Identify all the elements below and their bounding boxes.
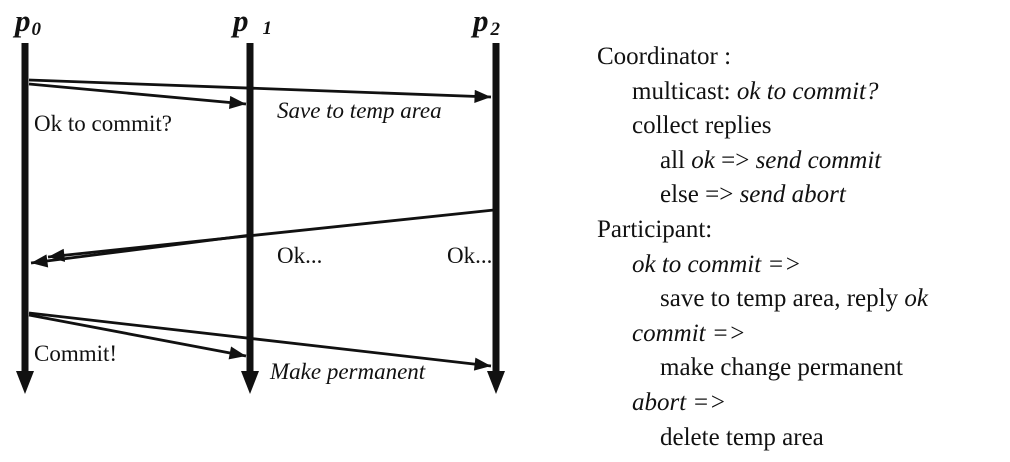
pseudocode-segment: send abort xyxy=(739,181,846,209)
pseudocode-segment: ok xyxy=(691,146,715,174)
pseudocode-segment: all xyxy=(660,146,692,174)
pseudocode-line-1: multicast: ok to commit? xyxy=(597,75,928,110)
msg-commit-p0-to-p2 xyxy=(28,311,492,371)
label-commit: Commit! xyxy=(34,341,117,366)
msg-ok-to-commit-p0-to-p1 xyxy=(28,82,247,110)
process-label-p0: p0 xyxy=(12,3,42,40)
pseudocode-segment: commit => xyxy=(632,319,746,347)
pseudocode-line-2: collect replies xyxy=(597,109,928,144)
pseudocode-segment: save to temp area, reply xyxy=(660,285,905,313)
pseudocode-line-9: make change permanent xyxy=(597,351,928,386)
pseudocode-segment: ok xyxy=(904,285,928,313)
pseudocode-line-3: all ok => send commit xyxy=(597,144,928,179)
pseudocode-line-11: delete temp area xyxy=(597,421,928,456)
lifeline-p2-arrowhead-icon xyxy=(487,371,505,394)
pseudocode-segment: ok to commit => xyxy=(632,250,802,278)
label-ok-reply-p1: Ok... xyxy=(277,243,322,268)
msg-ok-reply-p2-to-p0 xyxy=(47,208,495,262)
pseudocode-line-10: abort => xyxy=(597,386,928,421)
label-save-to-temp-area: Save to temp area xyxy=(277,98,442,123)
pseudocode-segment: else => xyxy=(660,181,740,209)
pseudocode-segment: ok to commit? xyxy=(736,77,879,105)
protocol-pseudocode: Coordinator :multicast: ok to commit?col… xyxy=(597,40,928,455)
pseudocode-segment: delete temp area xyxy=(660,423,824,451)
pseudocode-segment: => xyxy=(714,146,756,174)
pseudocode-line-5: Participant: xyxy=(597,213,928,248)
pseudocode-line-6: ok to commit => xyxy=(597,248,928,283)
pseudocode-segment: Coordinator : xyxy=(597,43,732,70)
pseudocode-segment: multicast: xyxy=(632,77,737,105)
lifeline-p1-arrowhead-icon xyxy=(241,371,259,394)
msg-commit-p0-to-p1 xyxy=(28,313,247,360)
pseudocode-line-7: save to temp area, reply ok xyxy=(597,282,928,317)
label-ok-to-commit: Ok to commit? xyxy=(34,111,172,136)
msg-ok-reply-p1-to-p0 xyxy=(30,233,252,268)
pseudocode-segment: collect replies xyxy=(632,112,772,140)
pseudocode-segment: abort => xyxy=(632,388,727,416)
pseudocode-line-0: Coordinator : xyxy=(597,40,928,75)
pseudocode-segment: send commit xyxy=(755,146,882,174)
pseudocode-segment: make change permanent xyxy=(660,354,903,382)
label-ok-reply-p2: Ok... xyxy=(447,243,492,268)
msg-ok-to-commit-p0-to-p2 xyxy=(28,78,492,103)
pseudocode-segment: Participant: xyxy=(597,215,713,243)
lifeline-p0-arrowhead-icon xyxy=(16,371,34,394)
pseudocode-line-4: else => send abort xyxy=(597,178,928,213)
label-make-permanent: Make permanent xyxy=(269,359,426,384)
pseudocode-line-8: commit => xyxy=(597,317,928,352)
